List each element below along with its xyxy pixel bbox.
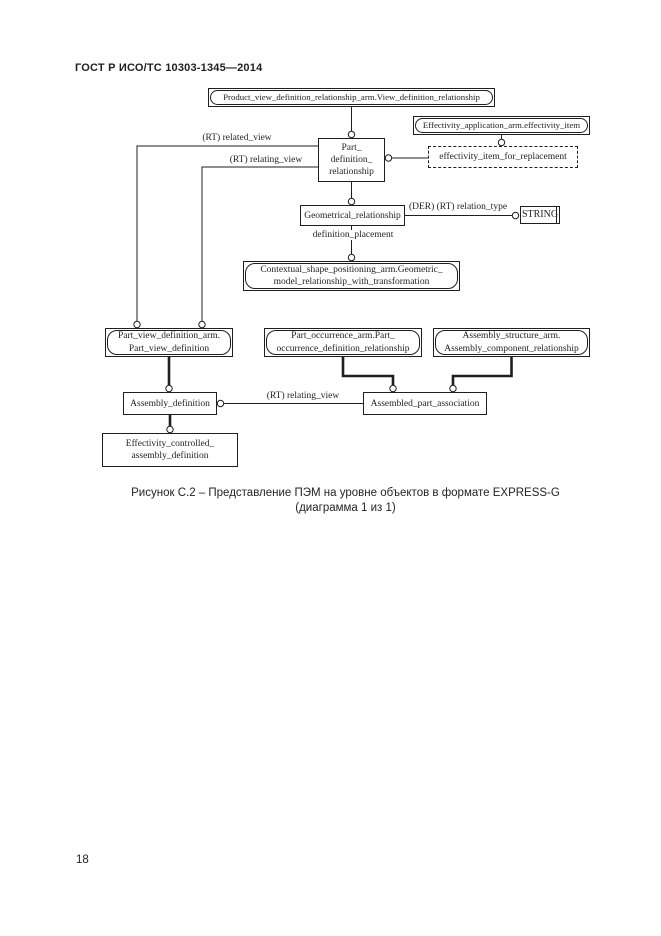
connector-circle bbox=[347, 253, 356, 262]
connector-circle bbox=[347, 130, 356, 139]
node-geometrical-relationship: Geometrical_relationship bbox=[300, 205, 405, 226]
node-assembly-definition: Assembly_definition bbox=[123, 392, 217, 415]
node-label-line: Product_view_definition_relationship_arm… bbox=[223, 92, 480, 103]
edge-label-assembly-relating-view: (RT) relating_view bbox=[266, 391, 340, 401]
connector-circle bbox=[449, 384, 457, 393]
page-ref-frame: Contextual_shape_positioning_arm.Geometr… bbox=[245, 263, 458, 289]
edge-label-relating-view: (RT) relating_view bbox=[229, 155, 303, 165]
node-label-line: STRING bbox=[521, 209, 559, 220]
edge-subtype-assembly-structure bbox=[451, 357, 513, 385]
node-label-line: occurrence_definition_relationship bbox=[276, 343, 410, 354]
connector-circle bbox=[166, 425, 174, 434]
connector-circle bbox=[133, 320, 141, 329]
edge-label-related-view: (RT) related_view bbox=[202, 133, 272, 143]
document-header-title: ГОСТ Р ИСО/ТС 10303-1345—2014 bbox=[75, 62, 263, 74]
node-label-line: Geometrical_relationship bbox=[304, 210, 401, 221]
edge-label-definition-placement: definition_placement bbox=[309, 230, 397, 240]
connector-circle bbox=[165, 384, 173, 393]
connector-circle bbox=[497, 138, 506, 147]
node-part-definition-relationship: Part_ definition_ relationship bbox=[318, 138, 385, 182]
connector-circle bbox=[384, 154, 393, 162]
node-label-line: Part_view_definition bbox=[128, 343, 210, 354]
node-string-type: STRING bbox=[520, 206, 560, 224]
node-label-line: Part_view_definition_arm. bbox=[117, 331, 221, 341]
connector-circle bbox=[216, 399, 225, 408]
node-effectivity-controlled-assembly-definition: Effectivity_controlled_ assembly_definit… bbox=[102, 433, 238, 467]
page-ref-frame: Part_view_definition_arm. Part_view_defi… bbox=[107, 330, 231, 355]
connector-circle bbox=[198, 320, 206, 329]
edge-relating-view bbox=[201, 166, 318, 321]
node-label-line: Part_ bbox=[341, 143, 362, 153]
edge-subtype-part-occurrence bbox=[341, 357, 395, 385]
node-part-occurrence-definition-relationship: Part_occurrence_arm.Part_ occurrence_def… bbox=[264, 328, 422, 357]
node-label-line: Part_occurrence_arm.Part_ bbox=[291, 331, 395, 341]
node-label-line: Assembly_structure_arm. bbox=[462, 331, 561, 341]
node-label-line: Assembly_definition bbox=[130, 398, 210, 409]
figure-caption-line1: Рисунок С.2 – Представление ПЭМ на уровн… bbox=[131, 487, 560, 499]
node-label-line: model_relationship_with_transformation bbox=[273, 277, 430, 287]
node-label-line: Assembled_part_association bbox=[370, 398, 480, 409]
node-effectivity-application-item: Effectivity_application_arm.effectivity_… bbox=[413, 116, 590, 135]
node-effectivity-item-for-replacement: effectivity_item_for_replacement bbox=[428, 146, 578, 168]
node-label-line: relationship bbox=[329, 167, 374, 177]
page-ref-frame: Assembly_structure_arm. Assembly_compone… bbox=[435, 330, 588, 355]
page-number: 18 bbox=[76, 854, 89, 866]
node-assembled-part-association: Assembled_part_association bbox=[363, 392, 487, 415]
page-ref-frame: Effectivity_application_arm.effectivity_… bbox=[415, 118, 588, 133]
page-ref-frame: Part_occurrence_arm.Part_ occurrence_def… bbox=[266, 330, 420, 355]
page-ref-frame: Product_view_definition_relationship_arm… bbox=[210, 90, 493, 105]
node-contextual-shape-positioning: Contextual_shape_positioning_arm.Geometr… bbox=[243, 261, 460, 291]
node-assembly-component-relationship: Assembly_structure_arm. Assembly_compone… bbox=[433, 328, 590, 357]
connector-circle bbox=[347, 197, 356, 206]
connector-circle bbox=[511, 211, 520, 220]
figure-caption: Рисунок С.2 – Представление ПЭМ на уровн… bbox=[75, 486, 616, 516]
node-label-line: assembly_definition bbox=[131, 451, 209, 461]
node-product-view-definition-relationship: Product_view_definition_relationship_arm… bbox=[208, 88, 495, 107]
connector-circle bbox=[389, 384, 397, 393]
node-label-line: Contextual_shape_positioning_arm.Geometr… bbox=[260, 264, 443, 275]
node-label-line: Effectivity_application_arm.effectivity_… bbox=[422, 120, 581, 131]
figure-caption-line2: (диаграмма 1 из 1) bbox=[295, 502, 396, 514]
node-part-view-definition: Part_view_definition_arm. Part_view_defi… bbox=[105, 328, 233, 357]
edge-label-relation-type: (DER) (RT) relation_type bbox=[408, 202, 508, 212]
node-label-line: Assembly_component_relationship bbox=[444, 343, 579, 354]
edge-related-view bbox=[136, 145, 318, 321]
node-label-line: definition_ bbox=[330, 155, 373, 165]
node-label-line: Effectivity_controlled_ bbox=[125, 439, 215, 449]
node-label-line: effectivity_item_for_replacement bbox=[439, 152, 567, 162]
simple-type-edge-line bbox=[556, 207, 557, 223]
